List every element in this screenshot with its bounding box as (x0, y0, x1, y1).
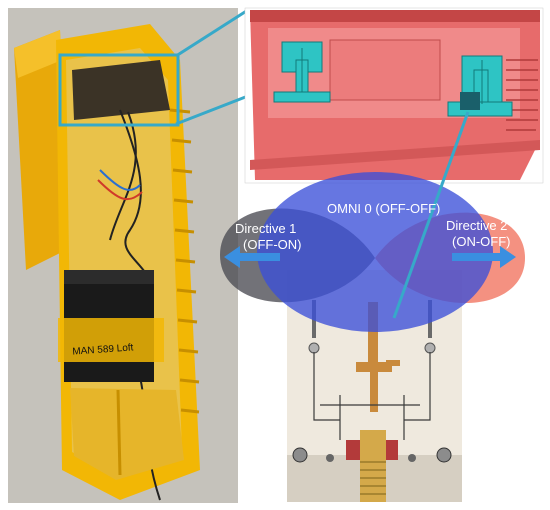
callout-line-pcb (392, 111, 470, 319)
directive2-label-line2: (ON-OFF) (452, 234, 510, 249)
highlight-box (58, 53, 180, 127)
pcb-traces (313, 352, 431, 440)
antenna-opening (72, 60, 170, 120)
label-strap (58, 318, 164, 362)
radiation-patterns (220, 172, 525, 332)
handwritten-label: MAN 589 Loft (72, 342, 134, 357)
arrow-left-icon (224, 246, 280, 268)
callout-line-top (175, 8, 249, 58)
cad-view (245, 8, 543, 183)
directive1-label-line2: (OFF-ON) (243, 237, 301, 252)
directive1-label-line1: Directive 1 (235, 221, 296, 236)
enclosure-photo: MAN 589 Loft (8, 8, 238, 503)
cad-ribs (506, 59, 538, 131)
case-ribs (169, 108, 200, 414)
directive2-label-line1: Directive 2 (446, 218, 507, 233)
sma-connector (360, 430, 386, 502)
cad-antenna-left (273, 41, 331, 103)
omni-label: OMNI 0 (OFF-OFF) (327, 201, 440, 216)
feed-line (368, 302, 378, 362)
callout-line-bottom (175, 94, 249, 126)
bottom-compartment (70, 388, 184, 480)
arrow-right-icon (452, 246, 516, 268)
enclosure-lid (14, 30, 66, 270)
omni-lobe (257, 172, 493, 332)
